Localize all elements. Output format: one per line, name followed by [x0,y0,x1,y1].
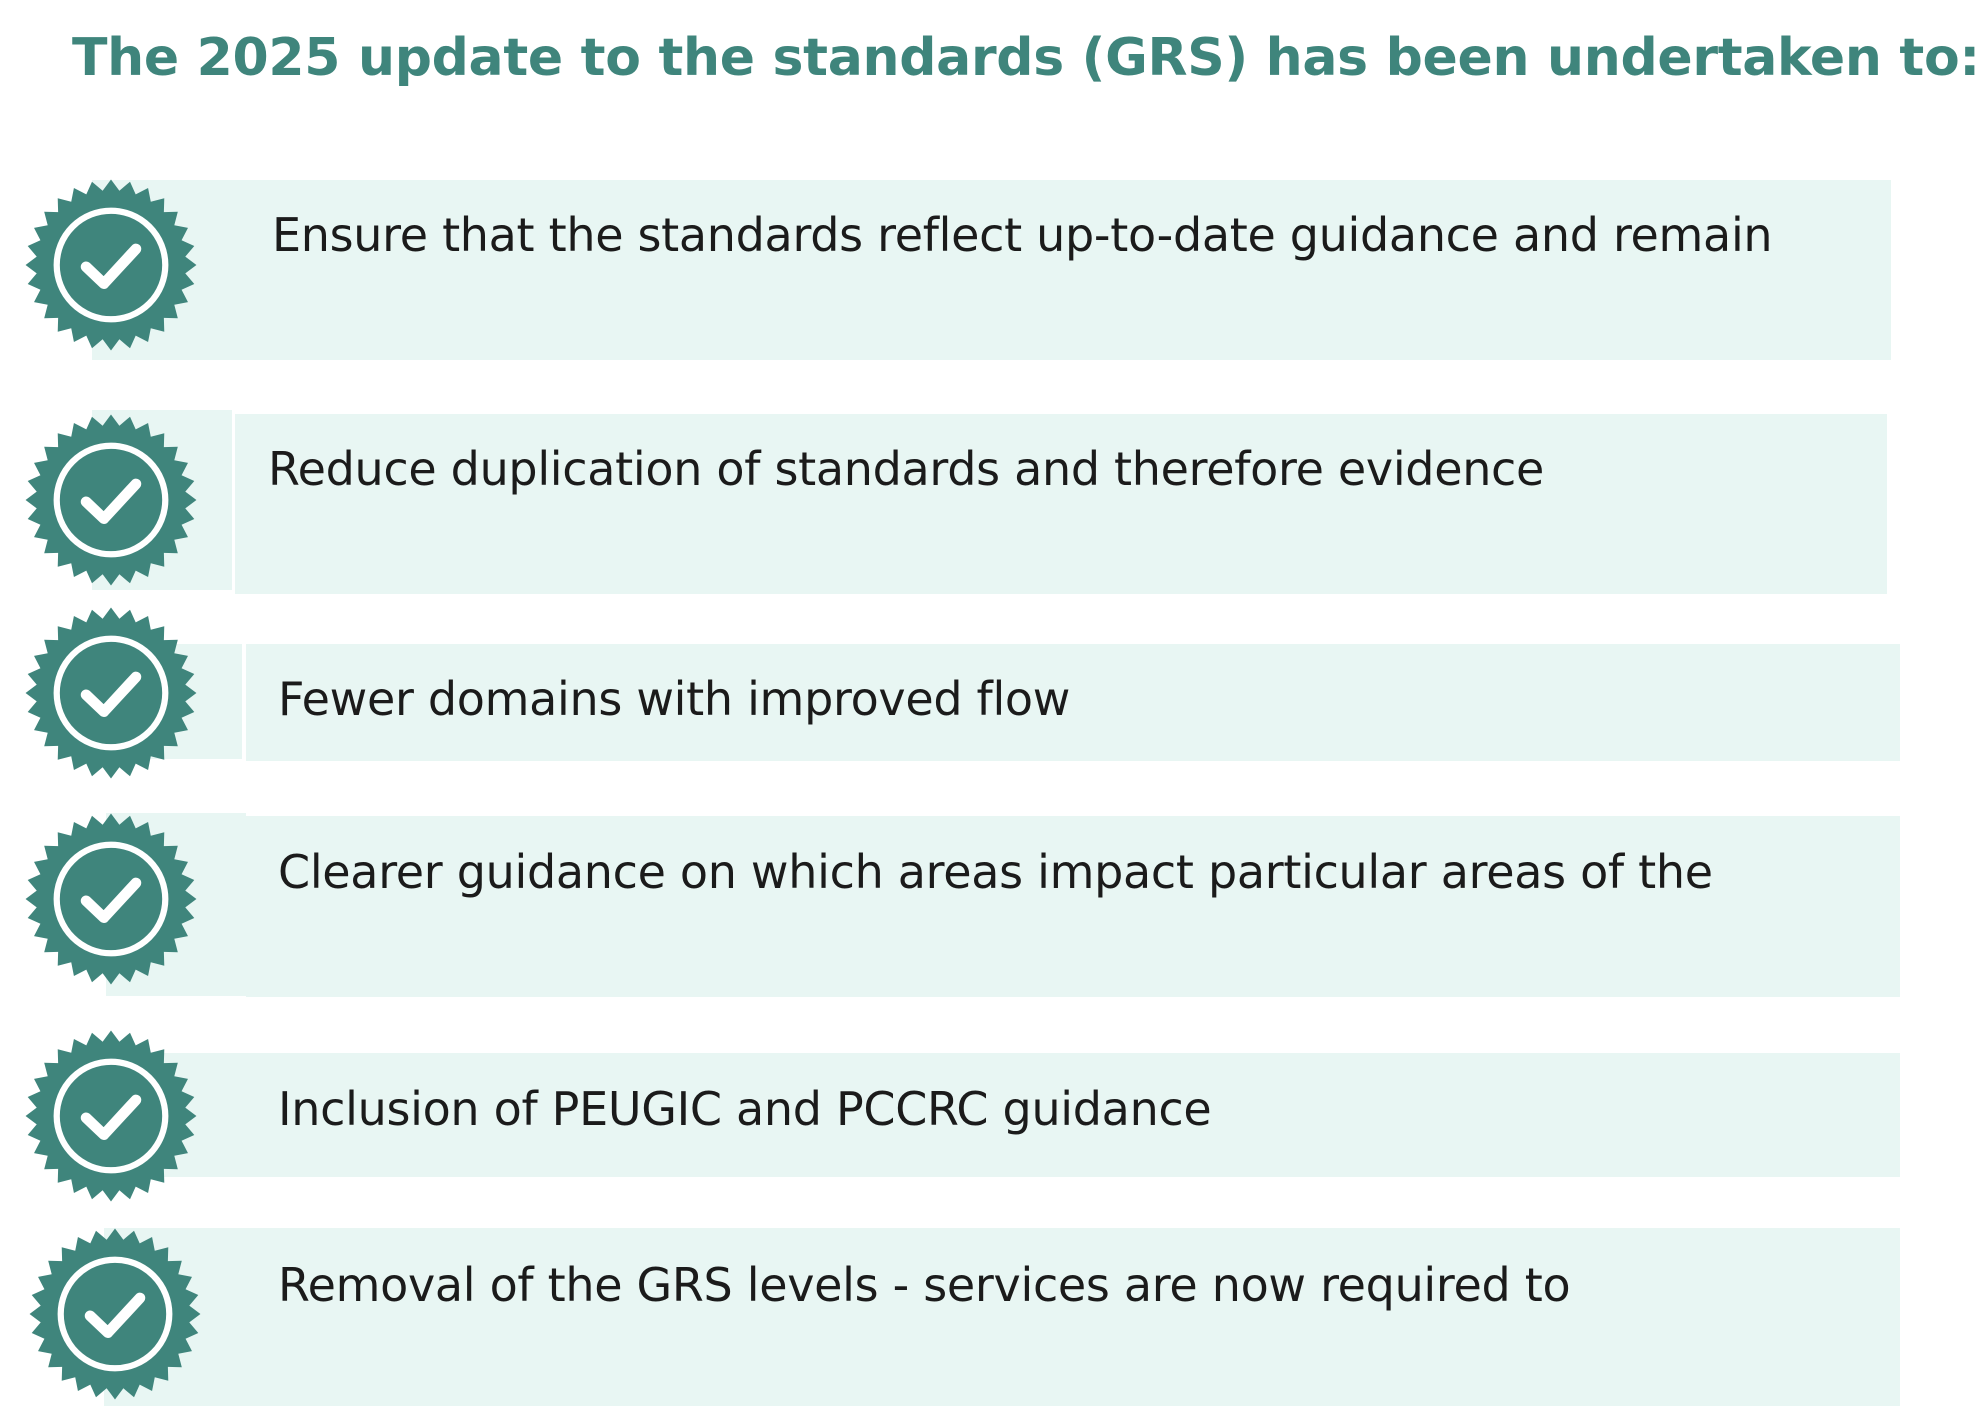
list-item-text: Reduce duplication of standards and ther… [268,442,1545,496]
check-badge-icon [26,1225,204,1403]
row-background [246,644,1900,761]
page-title: The 2025 update to the standards (GRS) h… [72,28,1980,88]
check-badge-icon [22,604,200,782]
row-background [104,1228,1900,1406]
row-background [239,180,1891,360]
check-badge-icon [22,1027,200,1205]
list-item-text: Removal of the GRS levels - services are… [278,1258,1571,1312]
check-badge-icon [22,810,200,988]
list-item-text: Clearer guidance on which areas impact p… [278,845,1713,899]
row-background [246,816,1900,997]
row-background [235,414,1887,594]
check-badge-icon [22,176,200,354]
list-item-text: Inclusion of PEUGIC and PCCRC guidance [278,1082,1212,1136]
list-item-text: Ensure that the standards reflect up-to-… [272,208,1773,262]
check-badge-icon [22,411,200,589]
list-item-text: Fewer domains with improved flow [278,672,1071,726]
row-background [160,1053,1900,1177]
